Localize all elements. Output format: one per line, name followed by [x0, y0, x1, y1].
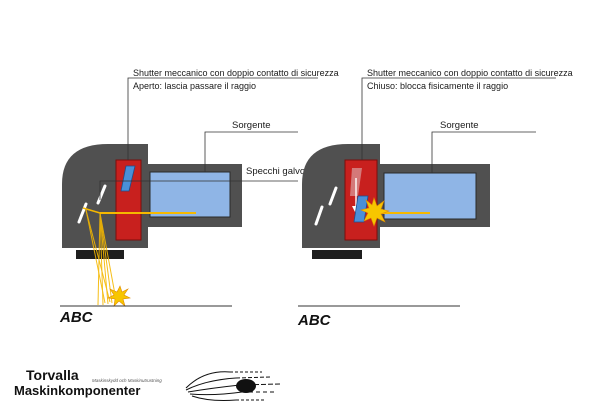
- left-marking-text: ABC: [59, 309, 94, 326]
- left-laser-beam-fan: [85, 209, 117, 306]
- brand-logo: Torvalla Maskinkomponenter Maskinskydd o…: [14, 367, 281, 401]
- left-galvo-mirror-2: [96, 184, 107, 205]
- left-source-callout-line: [204, 131, 298, 172]
- left-shutter-mirror: [120, 165, 136, 192]
- right-panel-closed-shutter: ABC Shutter meccanico con doppio contatt…: [297, 68, 573, 329]
- left-shutter-callout-line: [127, 77, 318, 160]
- left-source-inner: [149, 171, 231, 218]
- right-source-label: Sorgente: [440, 120, 479, 131]
- right-shutter-mirror: [353, 195, 369, 223]
- galvo-label: Specchi galvo: [246, 166, 305, 177]
- right-source-inner: [383, 172, 477, 220]
- right-marking-text: ABC: [297, 312, 332, 329]
- brand-name-line1: Torvalla: [26, 367, 79, 383]
- right-galvo-mirror-1: [314, 205, 324, 226]
- brand-tagline: Maskinskydd och Maskinutrustning: [92, 378, 162, 383]
- right-shutter-title: Shutter meccanico con doppio contatto di…: [367, 68, 573, 78]
- left-panel-open-shutter: ABC Shutter meccanico con doppio contatt…: [59, 68, 339, 326]
- left-source-label: Sorgente: [232, 120, 271, 131]
- brand-name-line2: Maskinkomponenter: [14, 383, 140, 398]
- right-shutter-callout-line: [361, 77, 556, 160]
- left-shutter-title: Shutter meccanico con doppio contatto di…: [133, 68, 339, 78]
- right-galvo-mirror-2: [328, 186, 338, 206]
- right-laser-spark-icon: [360, 197, 391, 227]
- right-shutter-state: Chiuso: blocca fisicamente il raggio: [367, 81, 508, 91]
- galvo-callout: Specchi galvo: [99, 166, 305, 200]
- right-source-callout-line: [431, 131, 536, 173]
- left-laser-beam-galvo: [82, 207, 101, 214]
- left-shutter-state: Aperto: lascia passare il raggio: [133, 81, 256, 91]
- galvo-callout-line: [99, 180, 298, 200]
- left-galvo-mirror-1: [77, 202, 88, 224]
- brand-spray-icon: [185, 371, 281, 401]
- right-scan-head-foot: [312, 250, 362, 259]
- left-scan-head-foot: [76, 250, 124, 259]
